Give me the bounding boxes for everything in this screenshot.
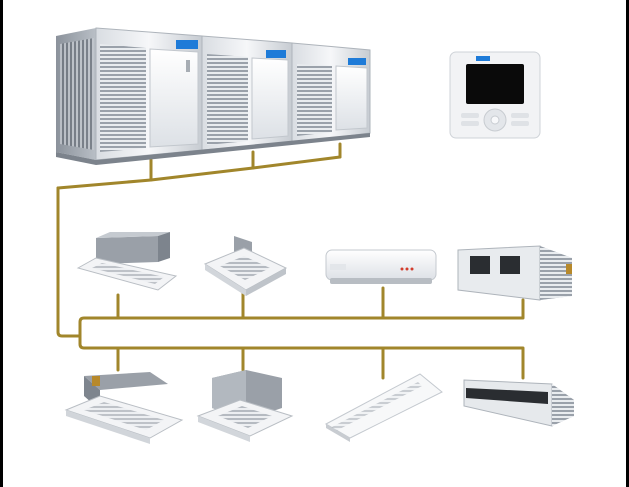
- brand-badge-icon: [348, 58, 366, 65]
- ceiling-floor-unit: [324, 373, 443, 442]
- outdoor-module-1: [95, 27, 203, 161]
- slim-duct-unit: [463, 379, 574, 427]
- brand-badge-icon: [176, 40, 198, 49]
- row2-drop-pipes: [116, 346, 385, 380]
- four-way-cassette-unit: [203, 236, 288, 296]
- ceiling-concealed-cassette-unit: [76, 232, 178, 291]
- controller-screen: [466, 64, 524, 104]
- outdoor-header-pipe: [56, 155, 342, 190]
- brand-badge-icon: [476, 56, 490, 61]
- main-riser-pipe: [56, 186, 82, 338]
- one-way-cassette-unit: [64, 372, 184, 444]
- refrigerant-pipes: [56, 142, 525, 380]
- row1-branch-pipe: [78, 298, 525, 338]
- row1-drop-pipes: [116, 286, 385, 320]
- outdoor-vrf-unit: [56, 27, 371, 165]
- wired-controller: [449, 51, 541, 139]
- vrf-system-diagram: [3, 0, 626, 487]
- row2-branch-pipe: [78, 334, 525, 380]
- compact-cassette-unit: [196, 370, 294, 442]
- diagram-canvas: [56, 27, 574, 444]
- ducted-unit: [457, 245, 572, 301]
- outdoor-module-2: [201, 35, 293, 151]
- outdoor-module-3: [291, 42, 371, 144]
- wall-mounted-unit: [325, 249, 437, 284]
- outdoor-drop-pipes: [149, 142, 342, 182]
- brand-badge-icon: [266, 50, 286, 58]
